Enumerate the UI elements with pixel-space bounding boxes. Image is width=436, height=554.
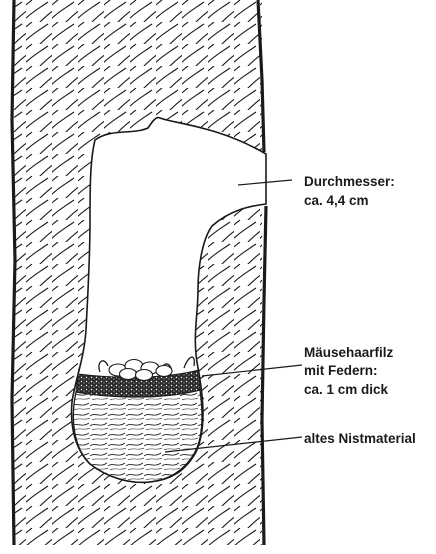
diameter-label-line1: Durchmesser: [304,174,395,189]
felt-label-line2: mit Federn: [304,363,378,378]
old-material-label: altes Nistmaterial [304,431,416,446]
felt-label-line3: ca. 1 cm dick [304,382,389,397]
diameter-label-line2: ca. 4,4 cm [304,193,369,208]
felt-label-line1: Mäusehaarfilz [304,345,394,360]
